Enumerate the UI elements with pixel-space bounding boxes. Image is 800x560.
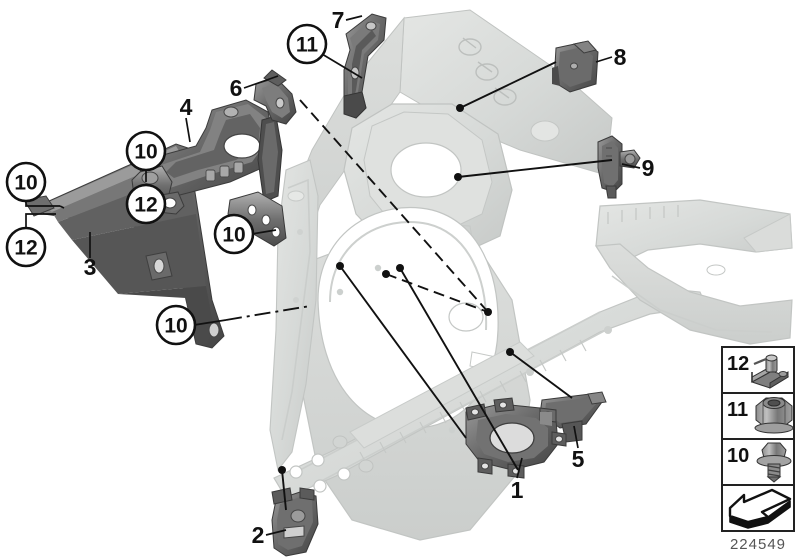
part-2-lower-bracket [271,487,319,557]
legend-row-11: 11 [727,397,794,434]
part-number-1: 1 [511,477,524,503]
callout-12-a[interactable]: 12 [5,226,47,268]
part-number-4: 4 [180,94,193,120]
callout-10-c[interactable]: 10 [213,213,255,255]
callout-label: 10 [134,141,157,164]
dash-dot-leader [225,305,311,321]
part-6-small-angle-bracket [253,69,297,125]
clip-nut-icon [750,354,790,389]
flange-nut-icon [754,397,794,434]
part-number-9: 9 [642,155,655,181]
part-9-clip-bracket [597,135,641,199]
callout-10-b[interactable]: 10 [125,130,167,172]
legend-number-11: 11 [727,399,748,421]
legend-row-10: 10 [727,442,792,483]
part-number-2: 2 [252,522,265,548]
part-number-6: 6 [230,75,243,101]
hex-bolt-icon [756,442,792,483]
dashed-leader-lines [299,99,489,313]
part-8-corner-bracket [552,40,599,93]
fastener-legend: 12 11 10 [721,346,795,532]
legend-row-arrow [728,488,792,529]
part-7-hinge-bracket [343,13,387,119]
part-number-5: 5 [572,446,585,472]
callout-10-d[interactable]: 10 [155,304,197,346]
diagram-id-label: 224549 [730,536,786,553]
callout-label: 10 [164,315,187,338]
callout-label: 10 [222,224,245,247]
legend-number-10: 10 [727,445,749,467]
leader-lines-with-dots [281,61,613,511]
callout-label: 12 [14,237,37,260]
vehicle-body-structure [269,9,793,541]
leader-end-dots [278,104,514,474]
callout-10-a[interactable]: 10 [5,161,47,203]
part-number-8: 8 [614,44,627,70]
callout-group: 10 12 10 12 10 10 11 3 4 6 7 8 [5,7,655,548]
part-1-mounting-bracket [465,397,567,479]
direction-arrow-icon [728,488,792,529]
dashed-leader-dots [382,270,492,316]
callout-11-a[interactable]: 11 [286,23,328,65]
callout-label: 12 [134,194,157,217]
callout-12-b[interactable]: 12 [125,183,167,225]
legend-row-12: 12 [727,353,790,389]
legend-number-12: 12 [727,353,749,375]
callout-label: 10 [14,172,37,195]
callout-label: 11 [296,34,319,57]
part-number-7: 7 [332,7,345,33]
part-number-3: 3 [84,254,97,280]
